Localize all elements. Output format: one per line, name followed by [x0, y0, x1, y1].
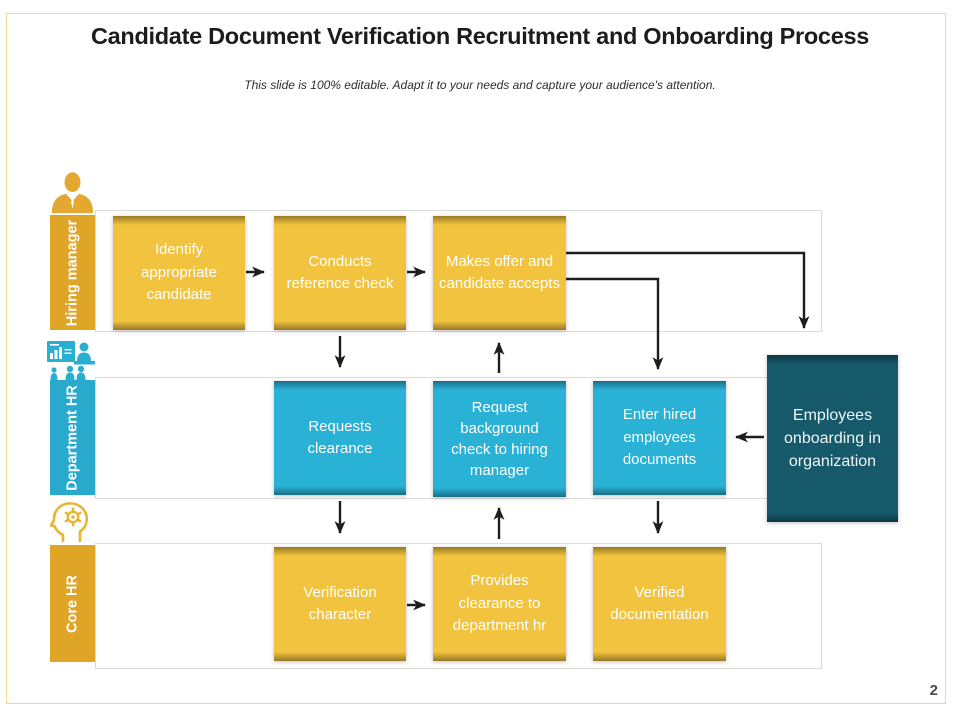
step-identify-appropriate-candidate: Identify appropriate candidate: [113, 216, 245, 330]
step-verified-documentation: Verified documentation: [593, 547, 726, 661]
lane-label-text: Core HR: [64, 574, 81, 633]
lane-label-department-hr: Department HR: [50, 380, 95, 495]
businessman-icon: [50, 171, 95, 219]
lane-label-core-hr: Core HR: [50, 545, 95, 662]
lane-hiring-manager: [95, 210, 822, 332]
lane-label-text: Department HR: [64, 384, 81, 491]
head-gear-icon: [47, 501, 94, 547]
lane-label-text: Hiring manager: [64, 219, 81, 326]
step-requests-clearance: Requests clearance: [274, 381, 406, 495]
slide-title: Candidate Document Verification Recruitm…: [90, 23, 870, 49]
step-conducts-reference-check: Conducts reference check: [274, 216, 406, 330]
step-provides-clearance-to-department-hr: Provides clearance to department hr: [433, 547, 566, 661]
onboarding-box: Employees onboarding in organization: [767, 355, 898, 522]
step-request-background-check-to-hiring-manager: Request background check to hiring manag…: [433, 381, 566, 497]
presentation-training-icon: [46, 340, 96, 386]
step-verification-character: Verification character: [274, 547, 406, 661]
slide-subtitle: This slide is 100% editable. Adapt it to…: [244, 78, 716, 92]
slide-border-frame: [6, 13, 946, 704]
step-makes-offer-and-candidate-accepts: Makes offer and candidate accepts: [433, 216, 566, 330]
page-number: 2: [929, 682, 938, 699]
step-enter-hired-employees-documents: Enter hired employees documents: [593, 381, 726, 495]
lane-core-hr: [95, 543, 822, 669]
lane-label-hiring-manager: Hiring manager: [50, 215, 95, 330]
